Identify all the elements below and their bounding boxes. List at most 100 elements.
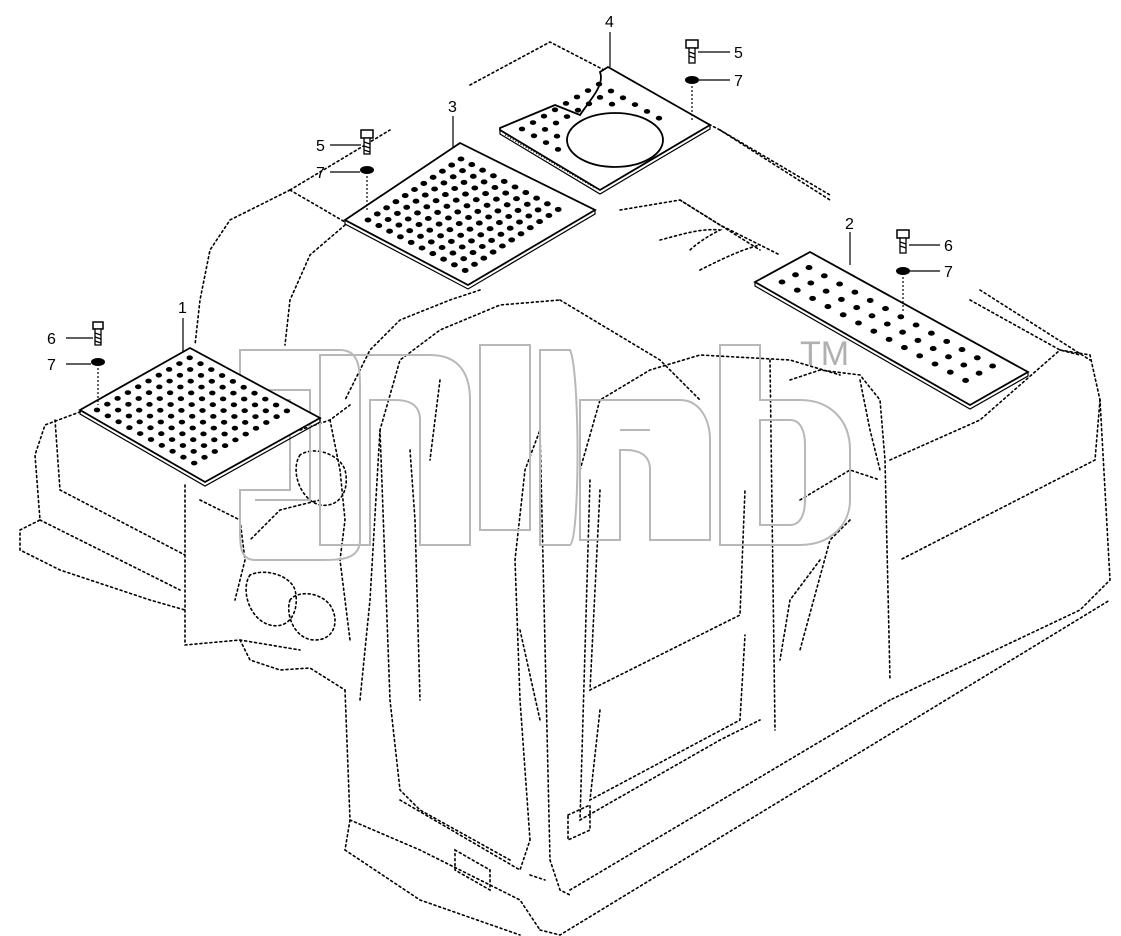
plate-hole <box>187 367 194 372</box>
plate-hole <box>943 338 951 344</box>
plate-hole <box>401 193 409 199</box>
plate-hole <box>457 156 465 162</box>
plate-hole <box>807 280 815 286</box>
plate-hole <box>395 222 403 228</box>
plate-hole <box>474 208 482 214</box>
plate-hole <box>460 256 468 262</box>
plate-hole <box>240 384 247 390</box>
plate-hole <box>412 198 420 204</box>
plate-hole <box>188 390 195 396</box>
plate-hole <box>454 209 462 215</box>
plate-hole <box>554 206 562 212</box>
plate-hole <box>541 126 549 132</box>
callout-7-middle: 7 <box>316 165 325 182</box>
callout-1: 1 <box>178 300 187 317</box>
plate-hole <box>179 443 187 448</box>
plate-hole <box>145 378 152 384</box>
plate-hole <box>176 372 184 378</box>
plate-hole <box>518 126 526 132</box>
plate-hole <box>838 296 845 302</box>
plate-hole <box>499 243 506 249</box>
plate-1 <box>78 346 322 487</box>
plate-hole <box>488 237 495 243</box>
plate-hole <box>486 226 494 232</box>
plate-hole <box>404 216 412 222</box>
plate-hole <box>429 174 437 180</box>
plate-hole <box>262 396 269 402</box>
plate-hole <box>946 369 954 375</box>
plate-hole <box>440 180 448 186</box>
plate-hole <box>383 205 390 211</box>
plate-hole <box>563 114 571 119</box>
plate-hole <box>158 443 165 448</box>
plate-hole <box>517 231 525 237</box>
plate-hole <box>155 372 162 378</box>
plate-hole <box>523 201 531 207</box>
plate-hole <box>471 185 479 191</box>
plate-hole <box>219 396 227 402</box>
plate-hole <box>188 402 195 407</box>
plate-hole <box>209 390 216 396</box>
bolt-6-left-icon <box>92 321 104 346</box>
plate-hole <box>147 425 154 431</box>
plate-hole <box>584 88 592 93</box>
plate-hole <box>553 133 561 139</box>
plate-hole <box>958 347 966 353</box>
machine-outline <box>19 41 1111 936</box>
plate-hole <box>480 179 488 185</box>
plate-hole <box>392 199 400 205</box>
plate-2-holes <box>778 265 996 383</box>
plate-hole <box>595 81 603 87</box>
plate-hole <box>839 312 847 318</box>
callout-7-right: 7 <box>944 264 953 281</box>
plate-hole <box>168 437 176 442</box>
plate-hole <box>386 228 393 234</box>
plate-hole <box>540 113 548 119</box>
plate-hole <box>210 425 217 431</box>
plate-hole <box>928 330 935 336</box>
plate-hole <box>198 396 206 402</box>
plate-hole <box>241 396 248 402</box>
plate-hole <box>463 203 471 209</box>
plate-hole <box>490 173 497 179</box>
plate-hole <box>146 413 154 419</box>
plate-hole <box>211 437 218 443</box>
plate-hole <box>421 192 429 198</box>
plate-hole <box>960 362 968 368</box>
plate-hole <box>448 162 456 168</box>
plate-hole <box>415 222 423 228</box>
plate-hole <box>607 88 615 94</box>
plate-hole <box>530 133 538 139</box>
plate-hole <box>147 437 155 442</box>
plate-hole <box>822 288 830 294</box>
plate-hole <box>482 191 489 197</box>
plate-hole <box>544 201 551 207</box>
plate-hole <box>407 239 415 245</box>
callout-7-left: 7 <box>47 357 56 374</box>
plate-hole <box>252 414 259 419</box>
plate-hole <box>491 184 499 191</box>
plate-hole <box>882 306 889 312</box>
plate-hole <box>178 419 186 425</box>
plate-hole <box>478 243 486 250</box>
plate-hole <box>417 233 424 239</box>
plate-hole <box>104 413 112 419</box>
plate-hole <box>125 401 132 407</box>
plate-hole <box>218 373 226 378</box>
plate-hole <box>191 460 198 466</box>
plate-hole <box>466 226 474 232</box>
plate-hole <box>440 256 447 262</box>
plate-hole <box>220 419 228 425</box>
washer-7-right-icon <box>896 267 910 275</box>
plate-hole <box>114 396 121 401</box>
bolt-5-middle-icon <box>360 129 374 155</box>
plate-4-holes <box>518 81 663 152</box>
plate-hole <box>168 425 175 431</box>
plate-hole <box>975 370 983 376</box>
plate-hole <box>545 212 553 219</box>
plate-hole <box>931 361 939 367</box>
plate-hole <box>820 273 828 279</box>
plate-hole <box>189 425 196 431</box>
plate-hole <box>114 407 122 413</box>
